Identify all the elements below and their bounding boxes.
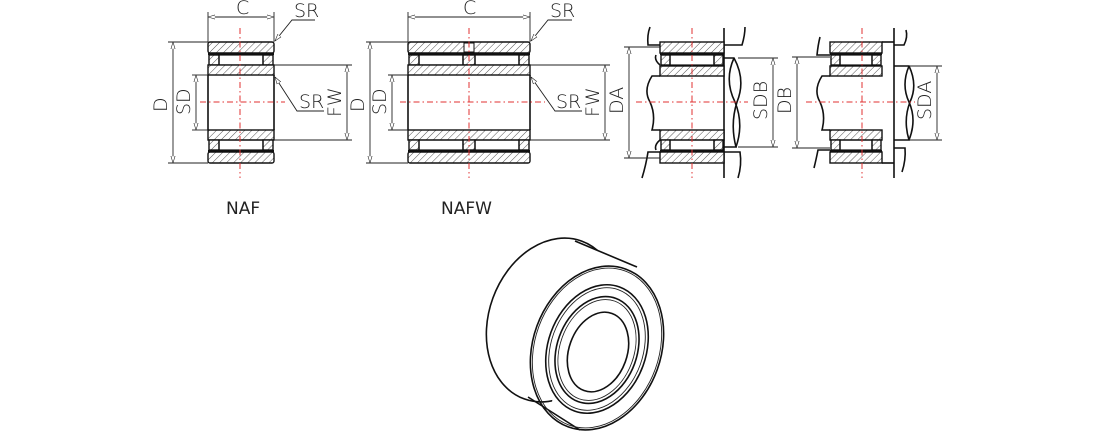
naf-section: C SR SR D SD FW NAF bbox=[150, 0, 352, 219]
mount-b-shaft-dia-label: SDA bbox=[914, 81, 936, 120]
nafw-shaft-dia-label: SD bbox=[369, 88, 391, 115]
nafw-fw-label: FW bbox=[582, 87, 604, 117]
mount-b-section: DB SDA bbox=[774, 28, 942, 178]
nafw-outer-dia-label: D bbox=[347, 97, 369, 112]
naf-outer-dia-label: D bbox=[150, 97, 172, 112]
naf-radius-top-label: SR bbox=[294, 0, 319, 22]
naf-width-label: C bbox=[236, 0, 249, 19]
mount-a-section: DA SDB bbox=[606, 26, 778, 179]
mount-a-shaft-dia-label: SDB bbox=[750, 81, 772, 120]
nafw-radius-top-label: SR bbox=[550, 0, 575, 22]
naf-shaft-dia-label: SD bbox=[173, 88, 195, 115]
nafw-section: C SR SR D SD FW NAFW bbox=[347, 0, 610, 219]
nafw-radius-inner-label: SR bbox=[556, 91, 581, 113]
mount-a-housing-dia-label: DA bbox=[606, 87, 628, 114]
bearing-3d-illustration bbox=[485, 237, 665, 431]
naf-radius-inner-label: SR bbox=[299, 91, 324, 113]
nafw-caption: NAFW bbox=[441, 199, 492, 219]
mount-b-housing-dia-label: DB bbox=[774, 87, 796, 114]
naf-fw-label: FW bbox=[324, 87, 346, 117]
naf-caption: NAF bbox=[226, 199, 260, 219]
nafw-width-label: C bbox=[463, 0, 476, 19]
